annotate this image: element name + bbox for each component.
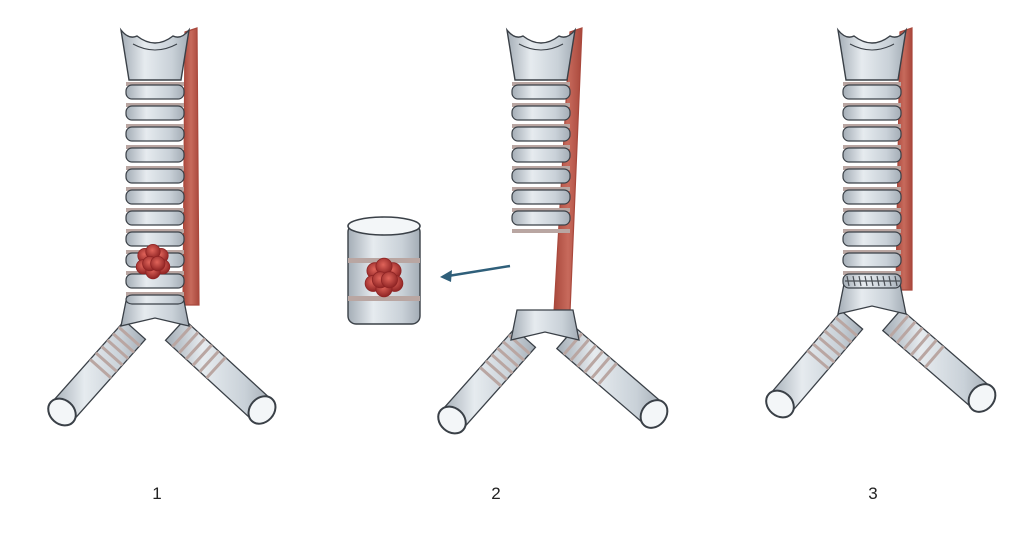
cartilage-ring xyxy=(842,252,902,268)
esophagus-1 xyxy=(182,27,200,306)
cartilage-ring xyxy=(842,105,902,121)
right-bronchus-1 xyxy=(164,318,277,425)
panel-1-trachea-with-tumor xyxy=(47,27,277,427)
cartilage-ring xyxy=(125,147,185,163)
suture-icon xyxy=(845,275,900,287)
cartilage-ring xyxy=(125,126,185,142)
cartilage-ring xyxy=(842,189,902,205)
carina xyxy=(510,309,580,341)
segment-opening xyxy=(347,216,421,236)
cartilage-ring xyxy=(125,105,185,121)
bronchus-opening xyxy=(247,395,277,425)
cartilage-ring xyxy=(842,126,902,142)
excised-segment xyxy=(347,216,421,325)
tumor-icon xyxy=(364,257,404,298)
bronchus-opening xyxy=(437,405,467,435)
cartilage-ring xyxy=(842,231,902,247)
cartilage-ring xyxy=(511,126,571,142)
cartilage-ring xyxy=(511,210,571,226)
cartilage-ring xyxy=(125,231,185,247)
cartilage-ring xyxy=(125,189,185,205)
cartilage-ring xyxy=(125,210,185,226)
larynx-top xyxy=(119,27,191,81)
left-bronchus-1 xyxy=(47,319,147,427)
step-3-label: 3 xyxy=(868,484,878,503)
cartilage-ring xyxy=(842,147,902,163)
cartilage-ring xyxy=(511,105,571,121)
step-2-label: 2 xyxy=(491,484,501,503)
left-bronchus-3 xyxy=(765,309,864,419)
bronchus-opening xyxy=(47,397,77,427)
cartilage-ring xyxy=(842,84,902,100)
trachea-rings-3 xyxy=(842,82,902,289)
bronchus-opening xyxy=(967,383,997,413)
tumor-icon xyxy=(135,244,171,280)
arrow-left-icon xyxy=(440,264,511,282)
right-bronchus-3 xyxy=(881,308,997,413)
cartilage-ring xyxy=(511,189,571,205)
left-bronchus-2 xyxy=(437,327,537,435)
cartilage-ring xyxy=(125,168,185,184)
cartilage-ring xyxy=(842,210,902,226)
panel-2-resected-trachea xyxy=(437,27,669,435)
step-1-label: 1 xyxy=(152,484,162,503)
larynx-top xyxy=(836,27,908,81)
cartilage-ring xyxy=(511,147,571,163)
panel-3-anastomosis xyxy=(765,27,997,419)
larynx-top xyxy=(505,27,577,81)
cartilage-ring xyxy=(842,168,902,184)
cartilage-ring xyxy=(125,84,185,100)
bronchus-opening xyxy=(765,389,795,419)
right-bronchus-2 xyxy=(555,326,669,429)
bronchus-opening xyxy=(639,399,669,429)
trachea-rings-2-upper xyxy=(511,82,571,233)
cartilage-ring xyxy=(511,84,571,100)
cartilage-ring xyxy=(511,168,571,184)
cartilage-ring xyxy=(125,294,185,305)
